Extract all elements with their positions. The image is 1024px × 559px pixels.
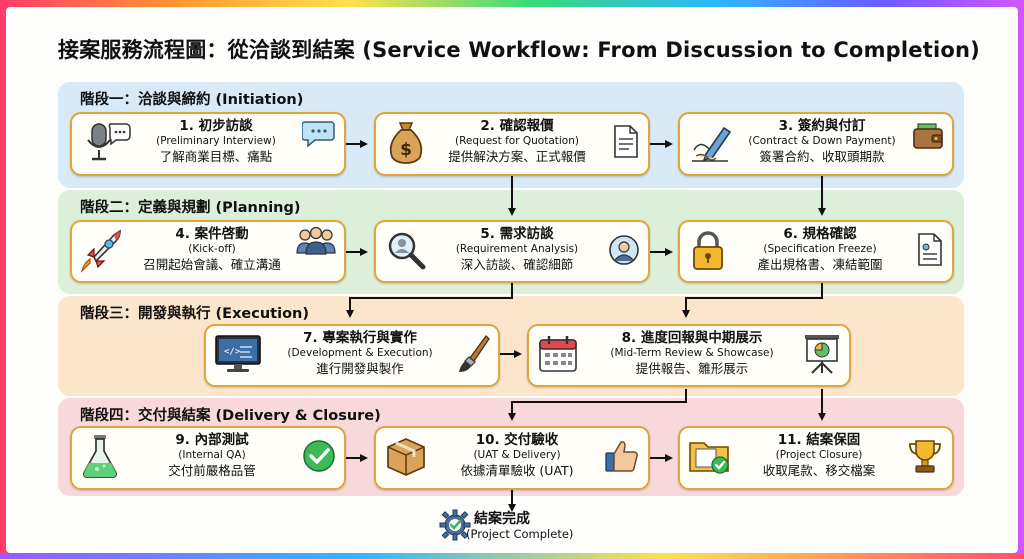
step-text: 2. 確認報價 (Request for Quotation) 提供解決方案、正… [430, 118, 604, 165]
team-icon [296, 225, 336, 259]
step-description: 召開起始會議、確立溝通 [143, 257, 281, 272]
step-text: 7. 專案執行與實作 (Development & Execution) 進行開… [266, 330, 454, 377]
step-description: 深入訪談、確認細節 [460, 257, 574, 272]
step-description: 提供解決方案、正式報價 [448, 149, 586, 164]
step-title: 11. 結案保固 [777, 432, 861, 448]
step-title: 4. 案件啓動 [175, 226, 249, 242]
step-subtitle: (UAT & Delivery) [473, 449, 561, 461]
step-title: 5. 需求訪談 [480, 226, 554, 242]
step-title: 6. 規格確認 [783, 226, 857, 242]
step-title: 8. 進度回報與中期展示 [621, 330, 763, 346]
step-text: 3. 簽約與付訂 (Contract & Down Payment) 簽署合約、… [736, 118, 908, 165]
document-icon [612, 124, 640, 164]
step-5-requirement-analysis[interactable]: 5. 需求訪談 (Requirement Analysis) 深入訪談、確認細節 [374, 220, 650, 283]
step-subtitle: (Development & Execution) [287, 347, 433, 359]
step-text: 8. 進度回報與中期展示 (Mid-Term Review & Showcase… [585, 330, 799, 377]
step-11-project-closure[interactable]: 11. 結案保固 (Project Closure) 收取尾款、移交檔案 [678, 426, 954, 490]
svg-text:</>: </> [224, 347, 241, 357]
step-title: 9. 內部測試 [175, 432, 249, 448]
stage-label: 階段二：定義與規劃 (Planning) [80, 200, 301, 216]
thumbs-up-icon [604, 438, 640, 478]
step-title: 7. 專案執行與實作 [303, 330, 417, 346]
gear-check-icon [438, 508, 472, 546]
step-subtitle: (Request for Quotation) [455, 135, 579, 147]
arrow-5-to-7 [346, 283, 513, 318]
step-6-specification-freeze[interactable]: 6. 規格確認 (Specification Freeze) 產出規格書、凍結範… [678, 220, 954, 283]
speech-bubble-icon [301, 119, 336, 153]
step-description: 了解商業目標、痛點 [159, 149, 273, 164]
step-1-preliminary-interview[interactable]: 1. 初步訪談 (Preliminary Interview) 了解商業目標、痛… [70, 112, 346, 176]
step-title: 3. 簽約與付訂 [778, 118, 866, 134]
stage-label: 階段一：洽談與締約 (Initiation) [80, 92, 304, 108]
step-description: 收取尾款、移交檔案 [762, 463, 876, 478]
step-description: 產出規格書、凍結範圍 [757, 257, 883, 272]
arrow-8-to-10 [508, 389, 687, 421]
presentation-board-icon [803, 333, 841, 379]
step-title: 1. 初步訪談 [179, 118, 253, 134]
step-subtitle: (Requirement Analysis) [455, 243, 579, 255]
step-2-request-for-quotation[interactable]: $ 2. 確認報價 (Request for Quotation) 提供解決方案… [374, 112, 650, 176]
step-subtitle: (Kick-off) [188, 243, 236, 255]
step-subtitle: (Contract & Down Payment) [748, 135, 896, 147]
calendar-icon [537, 334, 579, 378]
stage-label: 階段三：開發與執行 (Execution) [80, 306, 309, 322]
step-description: 交付前嚴格品管 [168, 463, 256, 478]
step-subtitle: (Specification Freeze) [763, 243, 877, 255]
page-title: 接案服務流程圖：從洽談到結案 (Service Workflow: From D… [58, 38, 980, 62]
step-text: 5. 需求訪談 (Requirement Analysis) 深入訪談、確認細節 [430, 226, 604, 273]
stage-label: 階段四：交付與結案 (Delivery & Closure) [80, 408, 381, 424]
svg-text:$: $ [400, 140, 412, 160]
step-text: 11. 結案保固 (Project Closure) 收取尾款、移交檔案 [734, 432, 904, 479]
user-icon [608, 234, 640, 270]
step-text: 10. 交付驗收 (UAT & Delivery) 依據清單驗收 (UAT) [430, 432, 604, 479]
folder-check-icon [688, 435, 732, 481]
step-text: 6. 規格確認 (Specification Freeze) 產出規格書、凍結範… [732, 226, 908, 273]
step-description: 進行開發與製作 [316, 361, 404, 376]
code-monitor-icon: </> [214, 333, 262, 379]
flask-icon [80, 433, 120, 483]
step-text: 1. 初步訪談 (Preliminary Interview) 了解商業目標、痛… [132, 118, 300, 165]
step-text: 9. 內部測試 (Internal QA) 交付前嚴格品管 [126, 432, 298, 479]
step-subtitle: (Mid-Term Review & Showcase) [610, 347, 774, 359]
step-description: 提供報告、雛形展示 [635, 361, 749, 376]
check-circle-icon [302, 439, 336, 477]
money-bag-icon: $ [384, 119, 428, 169]
step-title: 10. 交付驗收 [475, 432, 559, 448]
step-subtitle: (Preliminary Interview) [156, 135, 276, 147]
wallet-icon [912, 122, 944, 154]
arrow-6-to-8 [682, 283, 823, 318]
completion-title: 結案完成 [474, 511, 530, 527]
step-10-uat-delivery[interactable]: 10. 交付驗收 (UAT & Delivery) 依據清單驗收 (UAT) [374, 426, 650, 490]
step-9-internal-qa[interactable]: 9. 內部測試 (Internal QA) 交付前嚴格品管 [70, 426, 346, 490]
step-subtitle: (Project Closure) [775, 449, 863, 461]
spec-document-icon [916, 232, 944, 272]
completion-subtitle: (Project Complete) [466, 527, 574, 541]
rainbow-frame-bottom [0, 553, 1024, 559]
signing-pen-icon [688, 120, 734, 168]
step-7-development-execution[interactable]: </> 7. 專案執行與實作 (Development & Execution)… [204, 324, 500, 387]
step-subtitle: (Internal QA) [178, 449, 246, 461]
padlock-icon [688, 228, 728, 276]
rocket-icon [80, 227, 124, 277]
step-description: 依據清單驗收 (UAT) [460, 463, 574, 478]
microphone-icon [80, 118, 132, 170]
step-3-contract-down-payment[interactable]: 3. 簽約與付訂 (Contract & Down Payment) 簽署合約、… [678, 112, 954, 176]
step-text: 4. 案件啓動 (Kick-off) 召開起始會議、確立溝通 [126, 226, 298, 273]
step-8-mid-term-review[interactable]: 8. 進度回報與中期展示 (Mid-Term Review & Showcase… [527, 324, 851, 387]
project-complete: 結案完成 (Project Complete) [436, 506, 616, 546]
step-title: 2. 確認報價 [480, 118, 554, 134]
step-4-kick-off[interactable]: 4. 案件啓動 (Kick-off) 召開起始會議、確立溝通 [70, 220, 346, 283]
package-icon [384, 435, 428, 481]
step-description: 簽署合約、收取頭期款 [759, 149, 885, 164]
magnifier-icon [384, 228, 428, 276]
paintbrush-icon [456, 334, 490, 378]
trophy-icon [906, 437, 944, 479]
